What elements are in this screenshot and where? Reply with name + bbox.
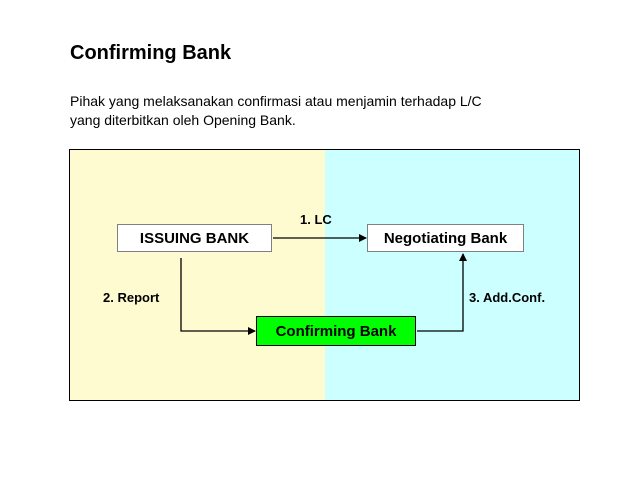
confirming-bank-node: Confirming Bank [256,316,416,346]
issuing-bank-node: ISSUING BANK [117,224,272,252]
slide-title: Confirming Bank [70,42,232,64]
edge-label-report: 2. Report [103,290,160,305]
diagram-arrows [180,234,467,335]
flow-diagram: ISSUING BANK Negotiating Bank Confirming… [69,149,580,401]
description-line-2: yang diterbitkan oleh Opening Bank. [70,112,296,128]
edge-label-lc: 1. LC [300,212,332,227]
arrow-report [180,258,256,335]
slide-description: Pihak yang melaksanakan confirmasi atau … [70,92,590,130]
arrow-add-conf [417,253,467,332]
description-line-1: Pihak yang melaksanakan confirmasi atau … [70,93,482,109]
left-panel-background [69,150,325,400]
right-panel-background [325,150,580,400]
edge-label-add-conf: 3. Add.Conf. [469,290,546,305]
negotiating-bank-node: Negotiating Bank [367,224,524,252]
